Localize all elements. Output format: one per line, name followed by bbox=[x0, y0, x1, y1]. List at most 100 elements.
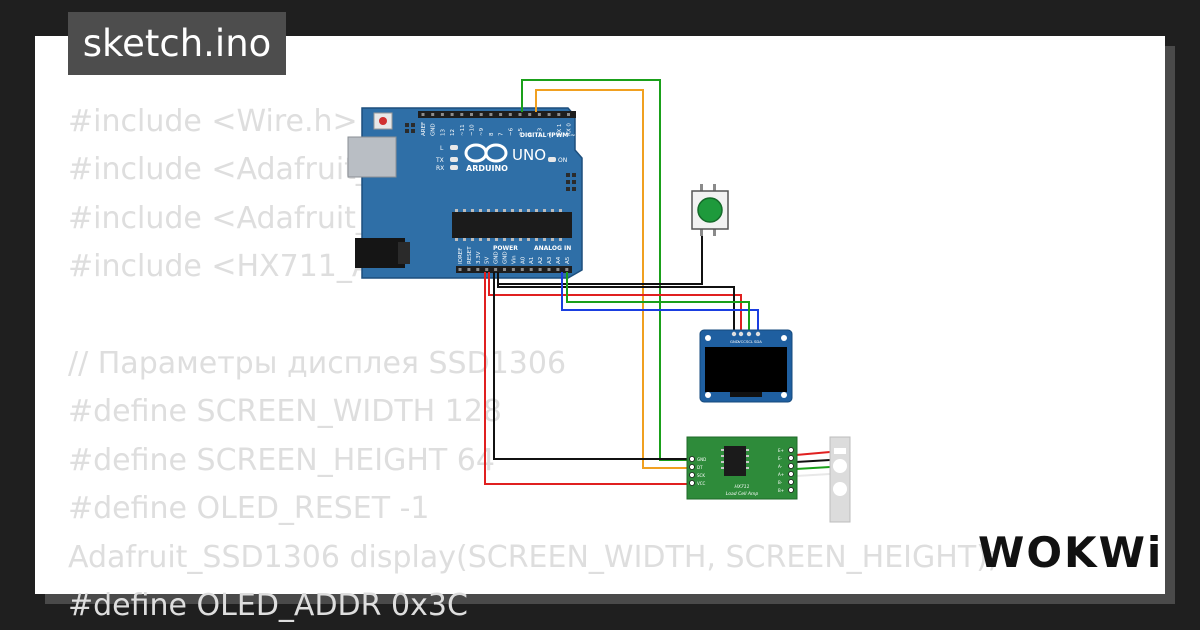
hx711-pin-label: GND bbox=[697, 457, 706, 462]
wire-blue-scl[interactable] bbox=[561, 272, 759, 335]
oled-pin-label: VCC bbox=[738, 339, 746, 344]
oled-pin-labels: GND VCC SCL SDA bbox=[730, 339, 762, 344]
button-cap[interactable] bbox=[697, 197, 723, 223]
header-pin[interactable] bbox=[547, 113, 551, 116]
digital-label: DIGITAL (PWM ~) bbox=[520, 132, 578, 139]
header-pin[interactable] bbox=[479, 113, 483, 116]
pin-label: 13 bbox=[440, 129, 446, 136]
l-led bbox=[450, 145, 458, 150]
arduino-logo bbox=[464, 143, 508, 163]
file-tab-title[interactable]: sketch.ino bbox=[68, 12, 286, 75]
header-pin[interactable] bbox=[476, 268, 480, 271]
wire-black-gnd-hx711[interactable] bbox=[493, 272, 690, 460]
header-pin[interactable] bbox=[499, 113, 503, 116]
power-label: POWER bbox=[493, 245, 518, 252]
pin-label: 4 bbox=[528, 132, 534, 136]
header-pin[interactable] bbox=[538, 268, 542, 271]
code-editor: #include <Wire.h>#include <Adafruit_#inc… bbox=[68, 98, 998, 630]
pin-label: ~5 bbox=[518, 127, 524, 136]
header-pin[interactable] bbox=[529, 268, 533, 271]
pin-label: 2 bbox=[547, 133, 553, 137]
pin-label: RX 0 bbox=[567, 123, 573, 136]
on-led bbox=[548, 157, 556, 162]
oled-pin-label: SCL bbox=[746, 339, 754, 344]
header-pin[interactable] bbox=[458, 268, 462, 271]
pin-label: 5V bbox=[485, 257, 491, 264]
header-pin[interactable] bbox=[518, 113, 522, 116]
header-pin[interactable] bbox=[520, 268, 524, 271]
pin-label: 3.3V bbox=[476, 251, 482, 264]
header-pin[interactable] bbox=[567, 113, 570, 116]
wire-black-gnd-oled[interactable] bbox=[497, 272, 735, 335]
pin-label: GND bbox=[494, 251, 500, 264]
hx711-pin-label: E- bbox=[778, 456, 783, 461]
wire-red-vcc-hx711[interactable] bbox=[484, 272, 690, 485]
load-cell[interactable] bbox=[829, 436, 851, 523]
digital-header bbox=[418, 111, 576, 118]
pin-label: 7 bbox=[499, 132, 505, 136]
header-pin[interactable] bbox=[537, 113, 541, 116]
wires bbox=[484, 79, 831, 485]
header-pin[interactable] bbox=[460, 113, 464, 116]
header-pin[interactable] bbox=[431, 113, 435, 116]
wire-orange-sck[interactable] bbox=[535, 89, 690, 469]
header-pin[interactable] bbox=[450, 113, 454, 116]
hx711-module[interactable]: GND DT SCK VCC E+ E- A- A+ B- B+ HX711 L… bbox=[686, 436, 798, 500]
hx711-left-pin-labels: GND DT SCK VCC bbox=[697, 457, 706, 486]
pin-label: IOREF bbox=[458, 248, 464, 264]
pin-label: RESET bbox=[467, 246, 473, 264]
code-line: Adafruit_SSD1306 display(SCREEN_WIDTH, S… bbox=[68, 539, 998, 575]
pushbutton[interactable] bbox=[691, 184, 729, 236]
wire-green-sda[interactable] bbox=[566, 272, 750, 335]
pin-label: ~9 bbox=[479, 127, 485, 136]
pin-label: A3 bbox=[547, 256, 553, 264]
code-line: #include <Wire.h> bbox=[68, 104, 358, 139]
header-pin[interactable] bbox=[565, 268, 569, 271]
hx711-title: HX711 bbox=[734, 484, 749, 490]
header-pin[interactable] bbox=[494, 268, 498, 271]
code-line: #define SCREEN_HEIGHT 64 bbox=[68, 442, 495, 478]
wokwi-logo: WOKWi bbox=[978, 528, 1164, 577]
wire-red-vcc-oled[interactable] bbox=[488, 272, 742, 335]
oled-screen bbox=[705, 347, 787, 392]
hx711-pin-label: A- bbox=[778, 464, 783, 469]
header-pin[interactable] bbox=[557, 113, 561, 116]
usb-port bbox=[347, 136, 397, 178]
pin-label: TX 1 bbox=[557, 124, 563, 137]
uno-label: UNO bbox=[512, 146, 546, 164]
pin-label: A0 bbox=[520, 256, 526, 264]
pin-label: ~6 bbox=[508, 127, 514, 136]
wire-red-loadcell[interactable] bbox=[795, 451, 831, 456]
header-pin[interactable] bbox=[467, 268, 471, 271]
analog-label: ANALOG IN bbox=[534, 245, 571, 252]
wire-white-loadcell[interactable] bbox=[795, 473, 831, 477]
code-line: #define SCREEN_WIDTH 128 bbox=[68, 394, 503, 430]
hx711-right-pin-labels: E+ E- A- A+ B- B+ bbox=[778, 448, 784, 493]
hx711-subtitle: Load Cell Amp bbox=[726, 491, 759, 497]
header-pin[interactable] bbox=[508, 113, 512, 116]
pin-label: 12 bbox=[450, 129, 456, 136]
header-pin[interactable] bbox=[503, 268, 506, 271]
header-pin[interactable] bbox=[511, 268, 515, 271]
header-pin[interactable] bbox=[547, 268, 551, 271]
power-jack bbox=[355, 238, 405, 268]
oled-pin-label: SDA bbox=[754, 339, 762, 344]
header-pin[interactable] bbox=[421, 113, 425, 116]
header-pin[interactable] bbox=[440, 113, 444, 116]
header-pin[interactable] bbox=[556, 268, 560, 271]
header-pin[interactable] bbox=[485, 268, 489, 271]
header-pin[interactable] bbox=[470, 113, 473, 116]
tx-led bbox=[450, 157, 458, 162]
hx711-pin-label: A+ bbox=[778, 472, 784, 477]
wire-green-loadcell[interactable] bbox=[795, 466, 831, 470]
wire-black-loadcell[interactable] bbox=[795, 459, 831, 463]
header-pin[interactable] bbox=[489, 113, 493, 116]
oled-ssd1306[interactable]: GND VCC SCL SDA bbox=[699, 329, 793, 403]
atmega-chip bbox=[452, 212, 572, 238]
l-led-label: L bbox=[440, 145, 444, 152]
pin-label: A4 bbox=[556, 256, 562, 264]
header-pin[interactable] bbox=[528, 113, 532, 116]
